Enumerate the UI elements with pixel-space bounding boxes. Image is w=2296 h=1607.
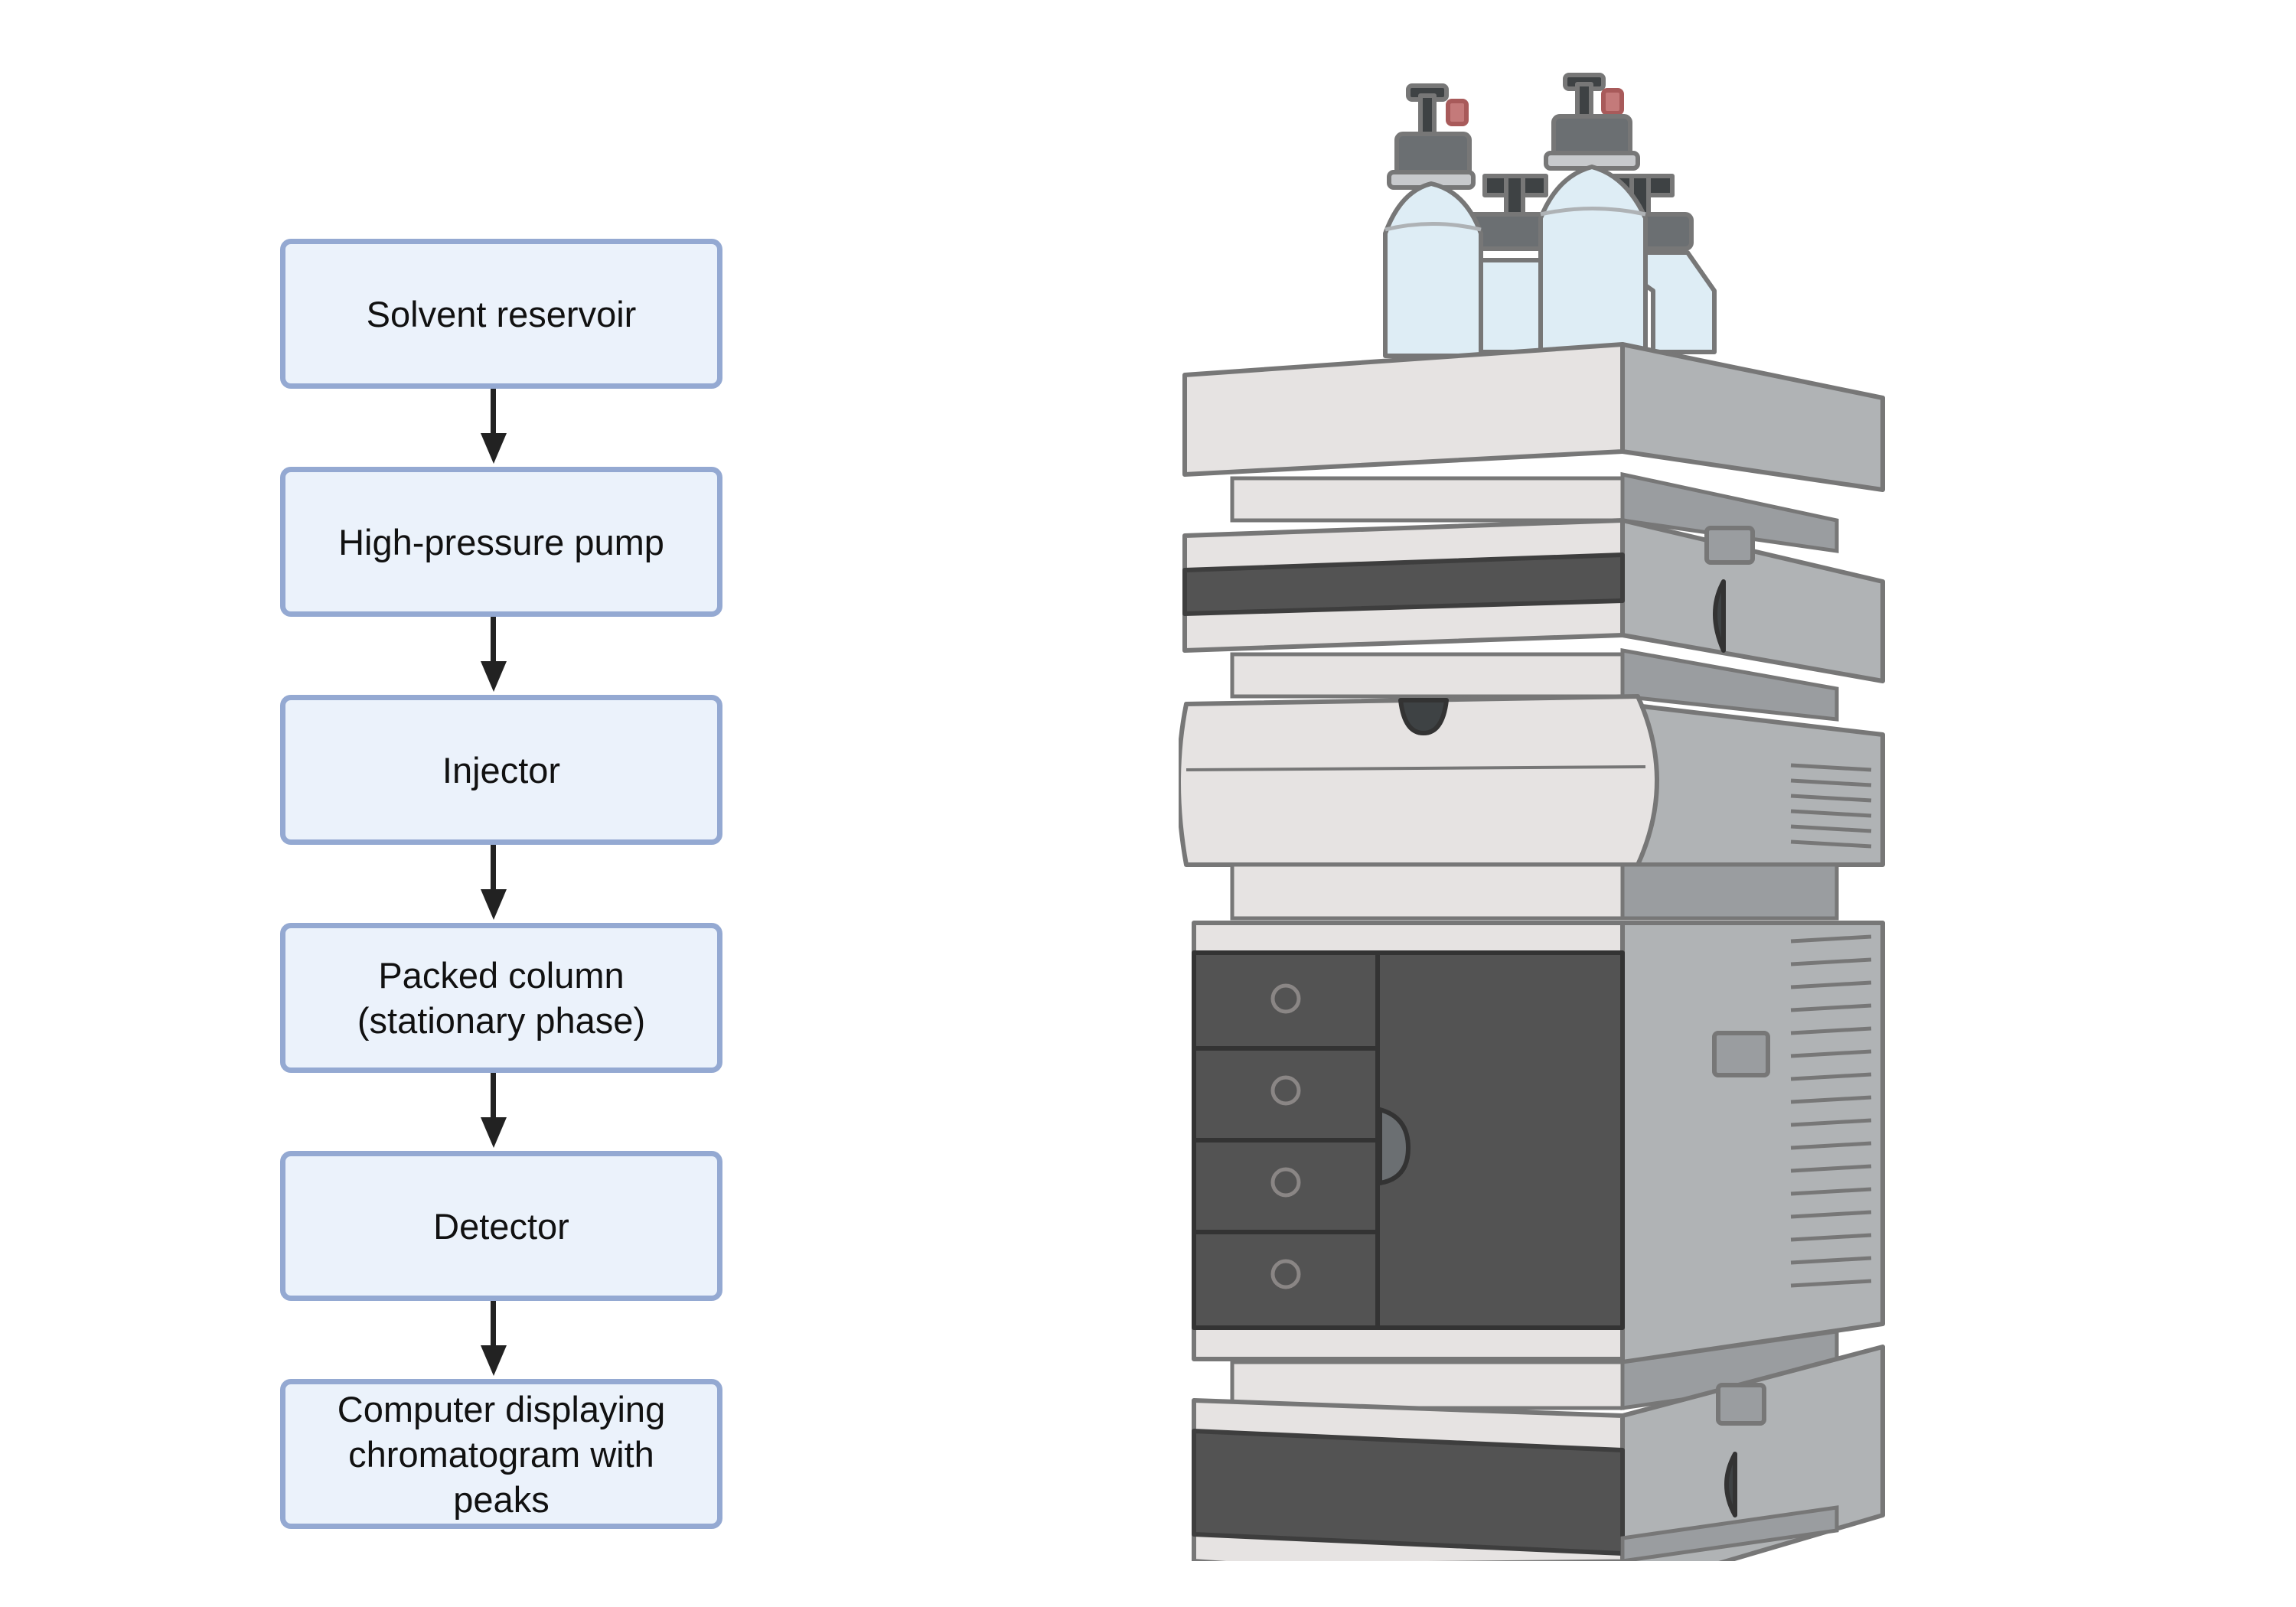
pump-module	[1182, 518, 1885, 683]
arrow-connector	[491, 389, 496, 436]
autosampler-module	[1179, 694, 1885, 867]
step-label: Detector	[433, 1205, 569, 1247]
arrow-head-icon	[481, 1117, 507, 1148]
latch-icon	[1704, 526, 1755, 565]
solvent-tray-module	[1182, 342, 1885, 492]
arrow-head-icon	[481, 1345, 507, 1376]
handle-icon	[1398, 698, 1449, 735]
step-solvent-reservoir: Solvent reservoir	[280, 239, 722, 389]
drawer-knob-icon	[1270, 983, 1301, 1289]
solvent-bottle-icon	[1383, 83, 1483, 358]
arrow-head-icon	[481, 889, 507, 920]
spacer	[1230, 1329, 1839, 1410]
step-label: High-pressure pump	[338, 521, 664, 562]
vent-grille-icon	[1790, 763, 1872, 849]
hplc-instrument-illustration	[1179, 73, 1885, 1561]
arrow-head-icon	[481, 661, 507, 692]
step-injector: Injector	[280, 695, 722, 845]
step-label: Computer displaying chromatogram with pe…	[337, 1388, 666, 1520]
handle-icon	[1713, 579, 1726, 653]
step-label: Solvent reservoir	[366, 293, 637, 334]
arrow-connector	[491, 1301, 496, 1348]
arrow-connector	[491, 845, 496, 892]
step-label: Injector	[442, 749, 561, 790]
step-packed-column: Packed column (stationary phase)	[280, 923, 722, 1073]
step-label: Packed column (stationary phase)	[357, 955, 646, 1041]
step-detector: Detector	[280, 1151, 722, 1301]
arrow-connector	[491, 1073, 496, 1120]
spacer	[1230, 862, 1839, 921]
detector-module	[1192, 1345, 1885, 1561]
base-feet	[1427, 1505, 1839, 1561]
spacer	[1230, 648, 1839, 722]
handle-icon	[1378, 1107, 1411, 1185]
handle-icon	[1724, 1452, 1737, 1517]
spacer	[1230, 471, 1839, 553]
solvent-bottle-icon	[1538, 73, 1648, 354]
arrow-connector	[491, 617, 496, 664]
step-high-pressure-pump: High-pressure pump	[280, 467, 722, 617]
latch-icon	[1712, 1031, 1770, 1077]
column-compartment-module	[1192, 921, 1885, 1364]
latch-icon	[1716, 1383, 1766, 1426]
vent-grille-icon	[1790, 934, 1872, 1288]
arrow-head-icon	[481, 433, 507, 464]
step-computer: Computer displaying chromatogram with pe…	[280, 1379, 722, 1529]
